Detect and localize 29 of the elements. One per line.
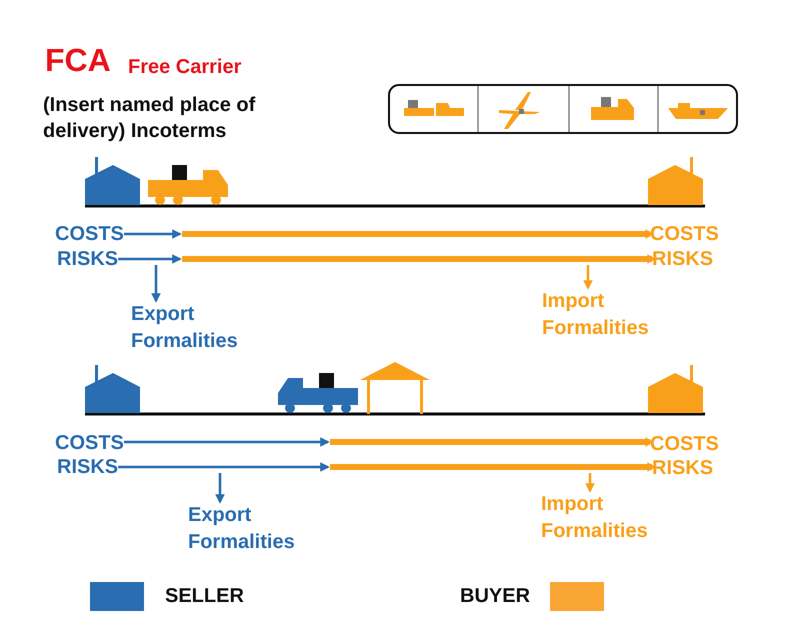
note: (Insert named place of delivery) Incoterms xyxy=(43,93,256,144)
node-label: RISKS xyxy=(57,454,118,481)
title: FCA xyxy=(45,42,111,79)
legend-label: BUYER xyxy=(460,585,530,608)
arrow xyxy=(124,437,330,447)
node-label: RISKS xyxy=(57,246,118,273)
arrow xyxy=(124,229,182,239)
node-label: Import Formalities xyxy=(542,288,682,342)
node-label: Export Formalities xyxy=(188,502,328,556)
node-label: COSTS xyxy=(650,431,719,458)
node-label: COSTS xyxy=(650,221,719,248)
node-label: RISKS xyxy=(652,455,714,482)
node-label: Import Formalities xyxy=(541,491,681,545)
arrow xyxy=(182,229,654,239)
node-label: RISKS xyxy=(652,246,714,273)
node-label: Export Formalities xyxy=(131,301,271,355)
arrow xyxy=(585,473,595,493)
legend-label: SELLER xyxy=(165,585,244,608)
subtitle: Free Carrier xyxy=(128,55,242,80)
arrow xyxy=(583,265,593,290)
arrow xyxy=(182,254,656,264)
arrow xyxy=(215,473,225,504)
arrow xyxy=(330,437,654,447)
arrow xyxy=(151,265,161,303)
node-label: COSTS xyxy=(55,221,124,248)
arrow xyxy=(118,462,330,472)
node-label: COSTS xyxy=(55,430,124,457)
arrow xyxy=(330,462,656,472)
arrow xyxy=(118,254,182,264)
